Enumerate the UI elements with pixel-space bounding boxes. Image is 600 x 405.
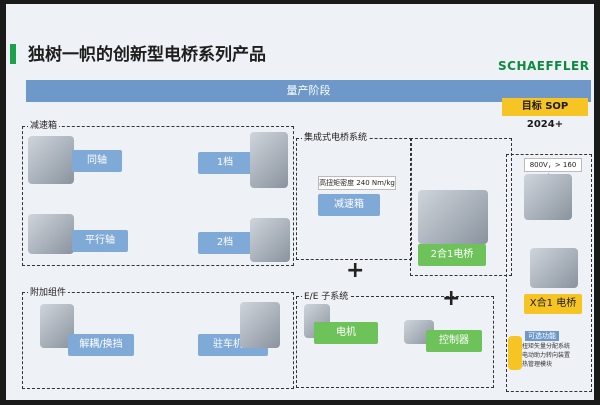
parking-image — [240, 302, 280, 348]
xin1-upper-image — [524, 174, 572, 220]
parallel-label: 平行轴 — [72, 230, 128, 252]
gearbox-section-label: 减速箱 — [28, 118, 60, 131]
parallel-gearbox-image — [28, 214, 74, 254]
controller-label: 控制器 — [426, 330, 482, 352]
xin1-box — [506, 154, 592, 392]
integrated-section-label: 集成式电桥系统 — [302, 130, 370, 143]
options-bracket — [508, 336, 522, 370]
edrive-xin1-label: X合1 电桥 — [524, 294, 582, 314]
edrive-2in1-image — [418, 190, 488, 244]
options-heading: 可选功能 — [525, 331, 559, 341]
gear2-image — [250, 218, 290, 262]
edrive-2in1-label: 2合1电桥 — [418, 244, 486, 266]
accessories-section — [22, 292, 294, 389]
xin1-lower-image — [530, 248, 578, 288]
gear1-label: 1档 — [198, 152, 252, 174]
gearbox-section — [22, 126, 294, 266]
plus-icon: + — [442, 286, 461, 311]
title-accent-bar — [10, 44, 16, 64]
mass-production-bar: 量产阶段 — [26, 80, 591, 102]
reducer-label: 减速箱 — [318, 194, 380, 216]
gear1-image — [250, 132, 288, 188]
options-list: 扭矩矢量分配系统 电动助力转向装置 热管理模块 — [522, 342, 570, 369]
disconnect-label: 解耦/换挡 — [68, 334, 134, 356]
ee-section — [296, 296, 494, 388]
accessories-section-label: 附加组件 — [28, 285, 69, 298]
options-item: 热管理模块 — [522, 361, 553, 368]
schaeffler-logo: SCHAEFFLER — [498, 59, 590, 73]
ee-section-label: E/E 子系统 — [302, 289, 351, 302]
options-item: 电动助力转向装置 — [522, 352, 571, 359]
voltage-badge: 800V，> 160 kW — [524, 158, 582, 181]
slide-title: 独树一帜的创新型电桥系列产品 — [28, 45, 266, 65]
plus-icon: + — [346, 258, 365, 283]
options-item: 扭矩矢量分配系统 — [522, 343, 571, 350]
target-sop-badge: 目标 SOP 2024+ — [502, 98, 588, 130]
gear2-label: 2档 — [198, 232, 252, 254]
torque-density-badge: 高扭矩密度 240 Nm/kg — [318, 176, 396, 190]
coaxial-label: 同轴 — [72, 150, 122, 172]
integrated-right-box — [410, 138, 512, 276]
coaxial-gearbox-image — [28, 136, 74, 184]
slide: 独树一帜的创新型电桥系列产品 SCHAEFFLER 量产阶段 目标 SOP 20… — [6, 4, 594, 400]
motor-label: 电机 — [314, 322, 378, 344]
